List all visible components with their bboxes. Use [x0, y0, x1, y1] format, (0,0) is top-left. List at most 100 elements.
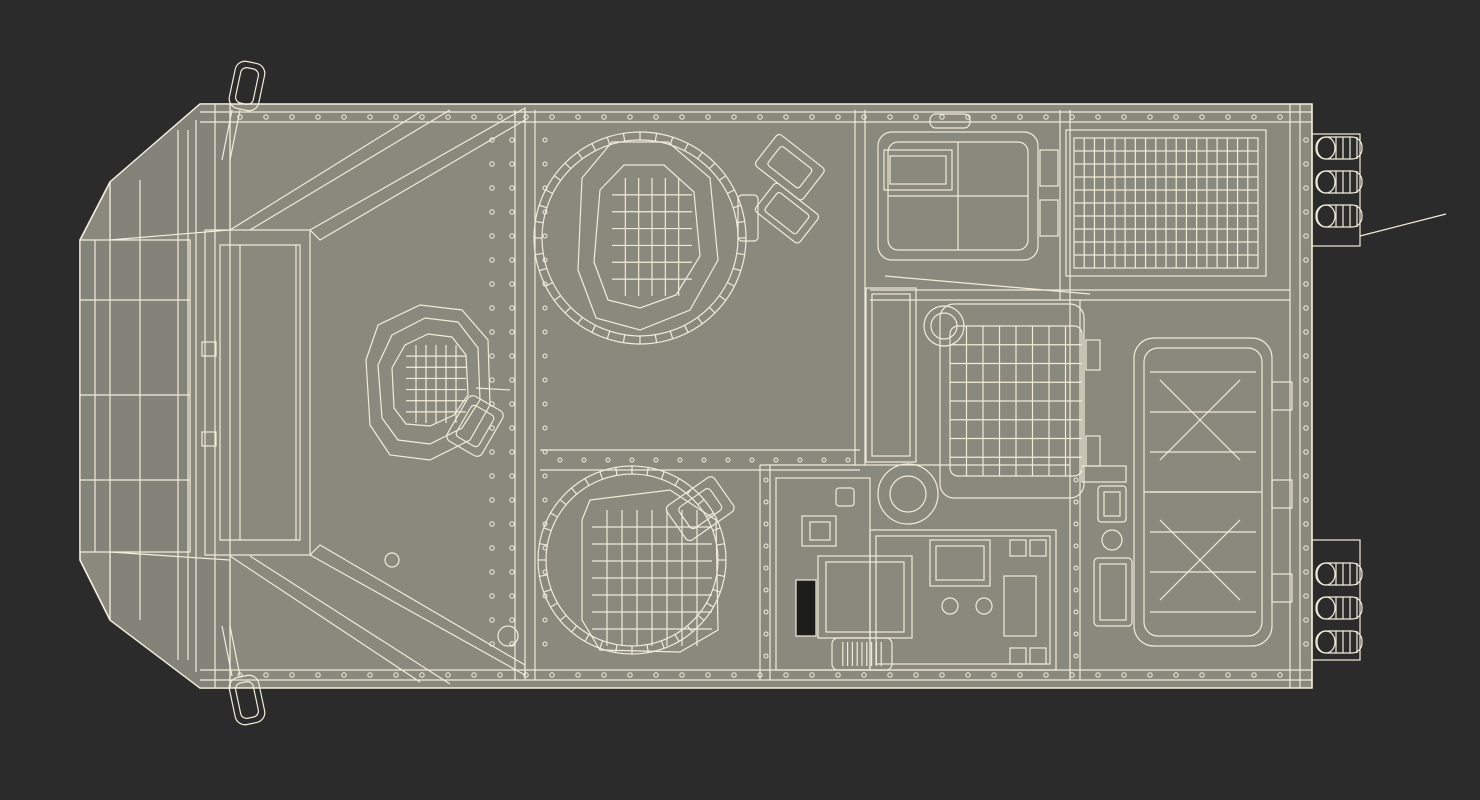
rivet — [1303, 161, 1309, 167]
rivet — [509, 545, 515, 551]
hatch-ray — [606, 331, 611, 339]
rivet — [489, 257, 495, 263]
rivet — [471, 672, 477, 678]
hatch-ray — [674, 478, 680, 486]
lattice-line — [1199, 519, 1241, 561]
lattice-line — [1199, 559, 1241, 601]
rivet — [419, 672, 425, 678]
rivet — [809, 114, 815, 120]
hatch-ray — [599, 640, 604, 649]
rivet — [542, 137, 548, 143]
rivet — [1073, 631, 1079, 637]
rivet — [489, 473, 495, 479]
rivet — [1173, 114, 1179, 120]
rivet — [605, 457, 611, 463]
rivet — [542, 353, 548, 359]
rivet — [731, 672, 737, 678]
rivet — [1303, 233, 1309, 239]
rivet — [509, 377, 515, 383]
rivet — [509, 233, 515, 239]
rivet — [489, 209, 495, 215]
rivet — [489, 185, 495, 191]
hatch-ray — [706, 602, 714, 608]
hatch-ray — [733, 267, 741, 272]
rivet — [509, 137, 515, 143]
exhaust-pipe — [1315, 596, 1363, 620]
hatch-ray — [727, 189, 735, 195]
rivet — [393, 114, 399, 120]
hatch-ray — [718, 175, 727, 181]
rivet — [835, 672, 841, 678]
hatch-ray — [718, 295, 727, 301]
exhaust-cap — [1316, 630, 1336, 654]
rivet — [763, 477, 769, 483]
rivet — [542, 377, 548, 383]
rivet — [315, 114, 321, 120]
rivet — [509, 209, 515, 215]
rivet — [509, 257, 515, 263]
rivet — [1303, 401, 1309, 407]
rivet — [497, 672, 503, 678]
exhaust-cluster-top — [1315, 136, 1363, 228]
rivet — [367, 114, 373, 120]
rivet — [913, 672, 919, 678]
rivet — [1303, 425, 1309, 431]
hatch-ray — [716, 543, 725, 546]
seat-frame — [865, 287, 1101, 525]
hatch-ray — [545, 281, 553, 287]
hull — [79, 103, 1313, 689]
rivet — [445, 114, 451, 120]
rivet — [783, 672, 789, 678]
lattice-line — [1159, 559, 1201, 601]
rivet — [489, 281, 495, 287]
rivet — [509, 185, 515, 191]
hatch-ray — [577, 151, 583, 160]
hatch-ray — [584, 634, 590, 642]
hatch-ray — [606, 137, 611, 145]
hatch-ray — [708, 162, 716, 170]
rivet — [471, 114, 477, 120]
lattice-line — [1199, 379, 1241, 421]
rivet — [542, 425, 548, 431]
upper-roof-hatch — [533, 131, 759, 345]
rivet — [1251, 672, 1257, 678]
rivet — [509, 569, 515, 575]
rivet — [509, 497, 515, 503]
rivet — [489, 233, 495, 239]
rivet — [575, 672, 581, 678]
antenna-base — [497, 625, 519, 647]
nose-lower-plate — [109, 551, 231, 689]
hatch-ray — [736, 252, 745, 256]
rivet — [1073, 499, 1079, 505]
rivet — [763, 499, 769, 505]
rivet — [1173, 672, 1179, 678]
rivet — [763, 653, 769, 659]
exhaust-cap — [1316, 596, 1336, 620]
rivet — [1017, 114, 1023, 120]
rivet — [1069, 672, 1075, 678]
front-hatch — [365, 304, 511, 461]
rivet — [489, 425, 495, 431]
rivet — [1043, 672, 1049, 678]
hatch-ray — [660, 471, 665, 480]
exhaust-cap — [1316, 204, 1336, 228]
hatch-ray — [706, 512, 714, 518]
rivet — [341, 114, 347, 120]
hull-frame-lines — [200, 104, 1312, 688]
rivet — [1073, 653, 1079, 659]
rivet — [913, 114, 919, 120]
lattice-line — [1159, 519, 1201, 561]
rivet — [757, 114, 763, 120]
rivet — [1147, 114, 1153, 120]
hatch-ray — [654, 334, 658, 343]
rivet — [1199, 114, 1205, 120]
exhaust-pipe — [1315, 562, 1363, 586]
rivet — [497, 114, 503, 120]
rivet — [419, 114, 425, 120]
hatch-ray — [697, 316, 703, 325]
rivet — [1199, 672, 1205, 678]
rivet — [679, 672, 685, 678]
hatch-ray — [535, 220, 544, 224]
rivet — [341, 672, 347, 678]
nose-upper-plate — [109, 103, 231, 241]
